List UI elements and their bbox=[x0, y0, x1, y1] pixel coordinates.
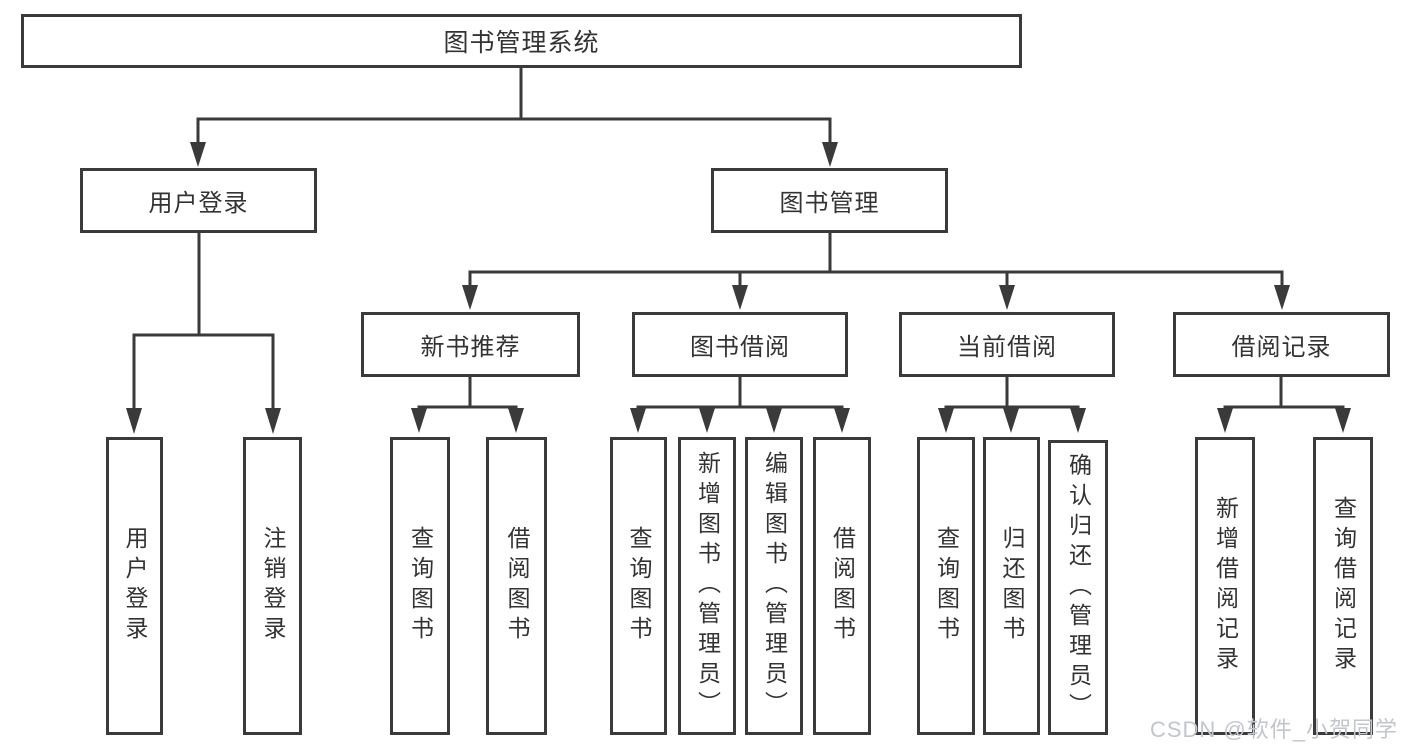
leaf-confirm-return-admin: 确认归还（管理员） bbox=[1048, 440, 1108, 735]
node-borrowing-records: 借阅记录 bbox=[1173, 312, 1390, 377]
leaf-borrow-books-2: 借阅图书 bbox=[813, 437, 871, 735]
leaf-label: 编辑图书（管理员） bbox=[761, 451, 788, 721]
node-new-book-recommend: 新书推荐 bbox=[361, 312, 580, 377]
leaf-label: 注销登录 bbox=[260, 526, 286, 646]
leaf-query-books-3: 查询图书 bbox=[917, 437, 975, 735]
leaf-label: 借阅图书 bbox=[504, 526, 530, 646]
leaf-label: 新增借阅记录 bbox=[1212, 496, 1239, 676]
leaf-add-borrow-record: 新增借阅记录 bbox=[1195, 437, 1255, 735]
leaf-label: 查询图书 bbox=[933, 526, 960, 646]
leaf-query-books-2: 查询图书 bbox=[610, 437, 667, 735]
leaf-add-books-admin: 新增图书（管理员） bbox=[678, 437, 736, 735]
node-user-login: 用户登录 bbox=[80, 168, 317, 233]
node-current-borrowing: 当前借阅 bbox=[899, 312, 1115, 377]
leaf-query-borrow-record: 查询借阅记录 bbox=[1313, 437, 1373, 735]
leaf-logout: 注销登录 bbox=[243, 437, 302, 735]
leaf-label: 确认归还（管理员） bbox=[1065, 452, 1092, 723]
leaf-label: 借阅图书 bbox=[829, 526, 856, 646]
arrowheads bbox=[126, 142, 1351, 434]
leaf-edit-books-admin: 编辑图书（管理员） bbox=[745, 437, 803, 735]
node-root: 图书管理系统 bbox=[21, 14, 1022, 68]
csdn-watermark: CSDN @软件_小贺同学 bbox=[1149, 717, 1398, 742]
leaf-label: 查询借阅记录 bbox=[1330, 496, 1357, 676]
leaf-label: 归还图书 bbox=[999, 526, 1025, 646]
leaf-label: 查询图书 bbox=[407, 526, 434, 646]
leaf-return-books: 归还图书 bbox=[983, 437, 1040, 735]
leaf-user-login: 用户登录 bbox=[106, 437, 163, 735]
node-book-borrowing: 图书借阅 bbox=[632, 312, 848, 377]
leaf-query-books-1: 查询图书 bbox=[390, 437, 450, 735]
leaf-label: 查询图书 bbox=[626, 526, 652, 646]
leaf-label: 新增图书（管理员） bbox=[694, 451, 721, 721]
leaf-label: 用户登录 bbox=[122, 526, 148, 646]
leaf-borrow-books-1: 借阅图书 bbox=[486, 437, 547, 735]
node-book-management: 图书管理 bbox=[711, 168, 948, 233]
